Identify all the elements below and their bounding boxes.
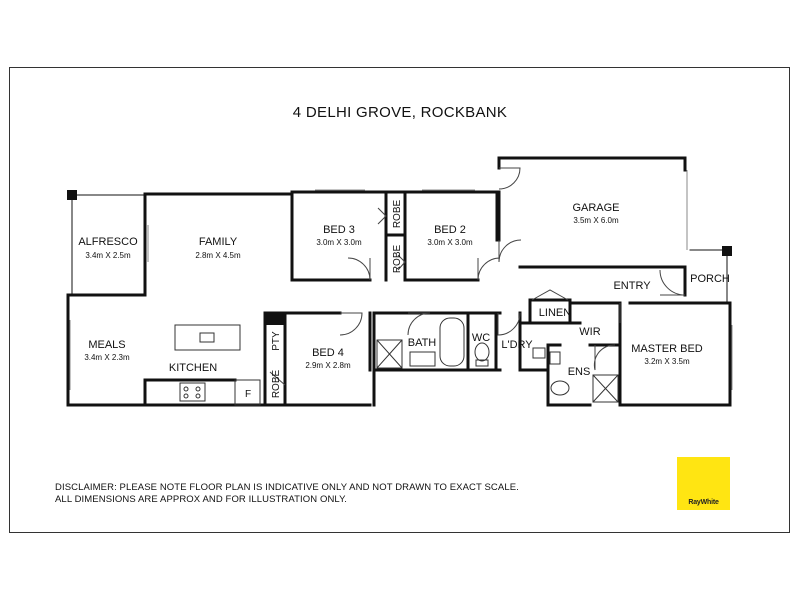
label-master-bed: MASTER BED [631, 343, 703, 355]
disclaimer-line-1: DISCLAIMER: PLEASE NOTE FLOOR PLAN IS IN… [55, 482, 519, 493]
ens-toilet-icon [550, 380, 570, 396]
label-family: FAMILY [199, 236, 238, 248]
label-bed2: BED 2 [434, 224, 466, 236]
doors [269, 167, 686, 386]
label-bed3: BED 3 [323, 224, 355, 236]
dim-garage: 3.5m X 6.0m [573, 216, 619, 225]
label-meals: MEALS [88, 339, 125, 351]
room-labels: ALFRESCO 3.4m X 2.5m FAMILY 2.8m X 4.5m … [78, 200, 730, 400]
label-robe-bed4: ROBE [271, 370, 282, 399]
posts [67, 190, 732, 325]
cooktop-icon [179, 382, 206, 402]
label-ens: ENS [568, 366, 591, 378]
label-kitchen: KITCHEN [169, 362, 217, 374]
label-bath: BATH [408, 337, 437, 349]
walls [66, 156, 732, 407]
label-garage: GARAGE [572, 202, 619, 214]
label-porch: PORCH [690, 273, 730, 285]
disclaimer: DISCLAIMER: PLEASE NOTE FLOOR PLAN IS IN… [55, 482, 519, 506]
toilet-icon [474, 342, 490, 362]
label-fridge: F [245, 389, 251, 400]
dim-bed3: 3.0m X 3.0m [316, 238, 362, 247]
dim-meals: 3.4m X 2.3m [84, 353, 130, 362]
dim-bed2: 3.0m X 3.0m [427, 238, 473, 247]
label-entry: ENTRY [613, 280, 651, 292]
disclaimer-line-2: ALL DIMENSIONS ARE APPROX AND FOR ILLUST… [55, 494, 348, 505]
washer-icon [532, 347, 546, 359]
shower-icon [376, 339, 403, 369]
label-bed4: BED 4 [312, 347, 344, 359]
bathtub-icon [439, 317, 465, 367]
fixtures [174, 317, 619, 406]
label-robe-bed2: ROBE [392, 245, 403, 274]
dim-family: 2.8m X 4.5m [195, 251, 241, 260]
plan-title: 4 DELHI GROVE, ROCKBANK [292, 104, 508, 121]
label-wc: WC [472, 332, 490, 344]
ens-shower-icon [592, 374, 619, 403]
label-laundry: L'DRY [501, 339, 533, 351]
label-wir: WIR [579, 326, 600, 338]
raywhite-logo: RayWhite [677, 457, 730, 510]
label-pantry: PTY [271, 331, 282, 351]
dim-bed4: 2.9m X 2.8m [305, 361, 351, 370]
dim-alfresco: 3.4m X 2.5m [85, 251, 131, 260]
label-robe-bed3: ROBE [392, 200, 403, 229]
plan-frame [9, 67, 790, 533]
logo-text: RayWhite [688, 499, 719, 506]
fridge [234, 379, 261, 406]
dim-master-bed: 3.2m X 3.5m [644, 357, 690, 366]
kitchen-island [174, 324, 241, 351]
windows [69, 170, 733, 390]
label-linen: LINEN [539, 307, 571, 319]
label-alfresco: ALFRESCO [78, 236, 138, 248]
